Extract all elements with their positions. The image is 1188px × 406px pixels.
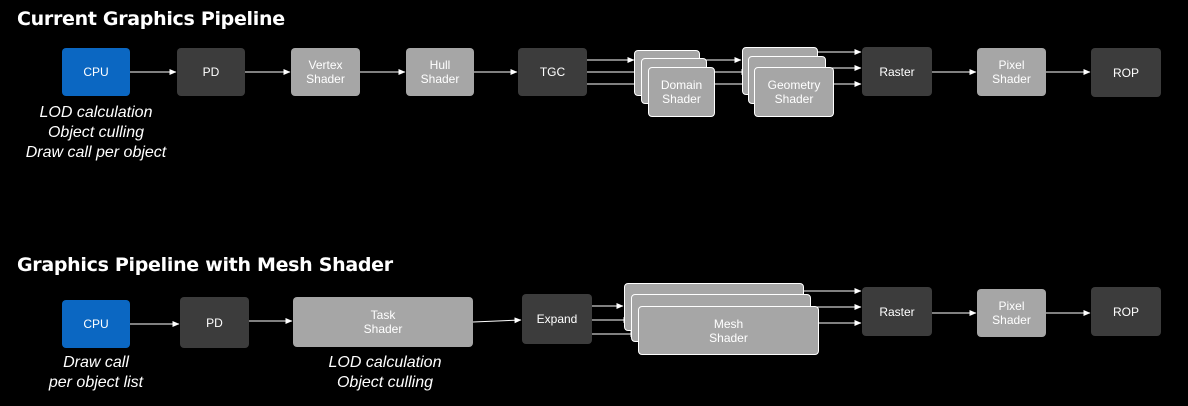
geometry-shader-line-1: Geometry	[767, 78, 821, 92]
bottom-cpu-box: CPU	[62, 300, 130, 348]
tgc-label: TGC	[539, 65, 566, 79]
bottom-rop-box: ROP	[1091, 287, 1161, 336]
bottom-pixel-shader-box: Pixel Shader	[977, 289, 1046, 337]
bottom-cpu-notes: Draw call per object list	[16, 353, 176, 393]
bottom-pixel-shader-line-2: Shader	[992, 313, 1031, 327]
hull-shader-line-2: Shader	[420, 72, 460, 86]
domain-shader-line-1: Domain	[660, 78, 703, 92]
top-pixel-shader-line-2: Shader	[992, 72, 1031, 86]
vertex-shader-line-1: Vertex	[308, 58, 343, 72]
task-shader-note-1: LOD calculation	[328, 354, 442, 371]
bottom-raster-box: Raster	[862, 287, 932, 336]
vertex-shader-box: Vertex Shader	[291, 48, 360, 96]
domain-shader-line-2: Shader	[662, 92, 701, 106]
domain-shader-box: Domain Shader	[648, 67, 715, 117]
top-raster-label: Raster	[879, 64, 915, 79]
top-rop-label: ROP	[1112, 65, 1139, 80]
top-cpu-note-1: LOD calculation	[39, 104, 153, 121]
top-cpu-note-3: Draw call per object	[25, 144, 167, 161]
top-pixel-shader-line-1: Pixel	[998, 58, 1025, 72]
bottom-cpu-note-2: per object list	[48, 374, 144, 391]
expand-box: Expand	[522, 294, 592, 344]
top-rop-box: ROP	[1091, 48, 1161, 97]
task-shader-line-1: Task	[370, 308, 396, 322]
top-pd-box: PD	[177, 48, 245, 96]
mesh-shader-line-2: Shader	[709, 330, 748, 345]
mesh-shader-box: Mesh Shader	[638, 306, 819, 355]
bottom-pd-label: PD	[206, 315, 223, 330]
top-cpu-label: CPU	[83, 65, 109, 79]
top-pixel-shader-box: Pixel Shader	[977, 48, 1046, 96]
top-cpu-note-2: Object culling	[47, 124, 145, 141]
top-raster-box: Raster	[862, 47, 932, 96]
task-shader-box: Task Shader	[293, 297, 473, 347]
bottom-pixel-shader-line-1: Pixel	[998, 299, 1025, 313]
geometry-shader-box: Geometry Shader	[754, 67, 834, 117]
top-pd-label: PD	[202, 65, 220, 79]
bottom-cpu-note-1: Draw call	[63, 354, 129, 371]
top-cpu-box: CPU	[62, 48, 130, 96]
expand-label: Expand	[536, 312, 578, 326]
hull-shader-line-1: Hull	[429, 58, 451, 72]
mesh-shader-line-1: Mesh	[713, 316, 744, 331]
bottom-raster-label: Raster	[879, 304, 915, 319]
top-cpu-notes: LOD calculation Object culling Draw call…	[6, 103, 186, 163]
bottom-pd-box: PD	[180, 297, 249, 348]
bottom-rop-label: ROP	[1112, 304, 1139, 319]
task-shader-line-2: Shader	[363, 322, 403, 336]
vertex-shader-line-2: Shader	[306, 72, 345, 86]
bottom-cpu-label: CPU	[83, 317, 109, 331]
geometry-shader-line-2: Shader	[774, 92, 814, 106]
bottom-pipeline-title: Graphics Pipeline with Mesh Shader	[17, 254, 393, 276]
top-pipeline-title: Current Graphics Pipeline	[17, 8, 285, 30]
hull-shader-box: Hull Shader	[406, 48, 474, 96]
tgc-box: TGC	[518, 48, 587, 96]
task-shader-notes: LOD calculation Object culling	[295, 353, 475, 393]
task-shader-note-2: Object culling	[336, 374, 434, 391]
